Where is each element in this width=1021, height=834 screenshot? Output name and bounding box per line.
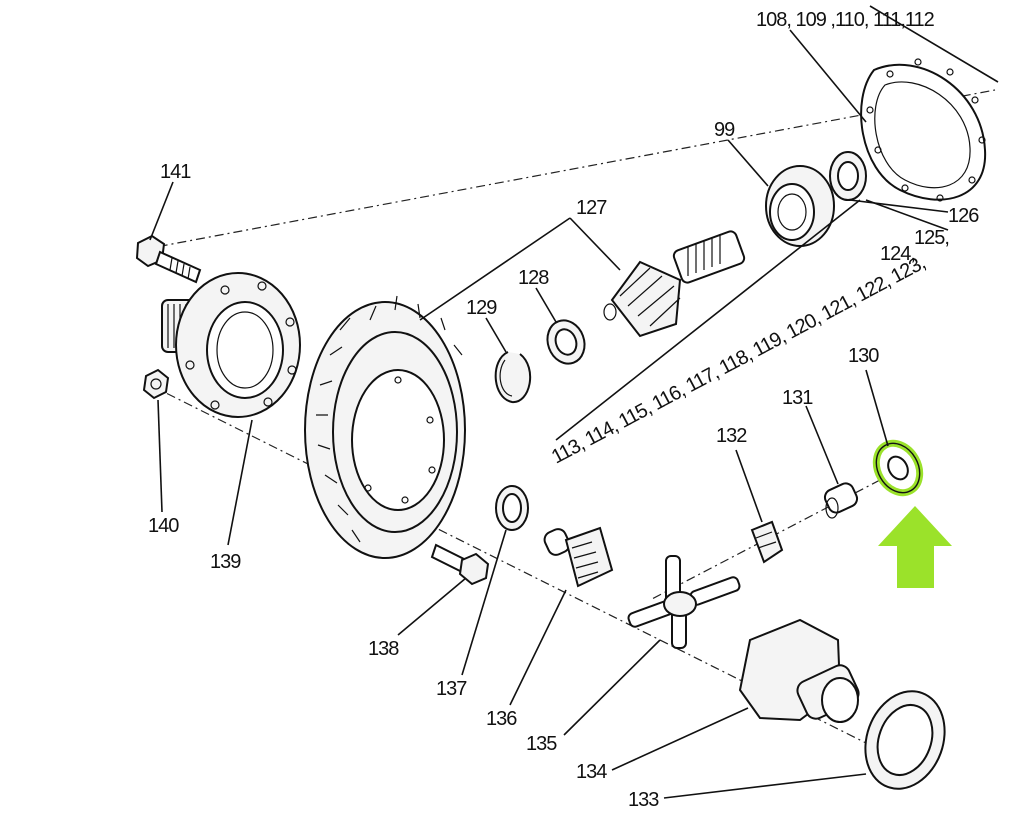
label-131: 131 — [782, 387, 813, 409]
axis-upper — [139, 89, 996, 251]
leader-129 — [485, 317, 507, 353]
nut-140 — [142, 368, 170, 400]
leader-108-b — [869, 5, 999, 83]
label-133: 133 — [628, 789, 659, 811]
label-126: 126 — [948, 205, 979, 227]
label-141: 141 — [160, 161, 191, 183]
label-135: 135 — [526, 733, 557, 755]
washer-133 — [864, 690, 946, 790]
bolt-141 — [135, 234, 202, 284]
housing-139 — [161, 272, 301, 418]
leader-127b — [419, 217, 571, 321]
label-125: 125, — [914, 227, 949, 249]
sleeve-131 — [823, 482, 859, 519]
leader-133 — [663, 773, 867, 799]
leader-139 — [227, 419, 253, 546]
leader-113 — [555, 199, 861, 441]
case-134 — [738, 618, 860, 723]
pinion-132 — [750, 520, 784, 564]
washer-126 — [829, 151, 867, 201]
highlight-arrow — [878, 506, 952, 588]
label-99: 99 — [714, 119, 735, 141]
leader-99 — [727, 139, 769, 187]
leader-132 — [735, 449, 763, 523]
label-136: 136 — [486, 708, 517, 730]
bearing-99 — [765, 165, 835, 247]
washer-128 — [546, 319, 586, 365]
leader-127a — [569, 217, 621, 271]
leader-130 — [865, 369, 889, 447]
pinion-shaft-127 — [603, 230, 746, 338]
ring-gear — [304, 295, 466, 559]
label-108-112: 108, 109 ,110, 111,112 — [756, 9, 935, 31]
leader-125 — [865, 199, 949, 231]
leader-136 — [509, 589, 567, 706]
label-139: 139 — [210, 551, 241, 573]
washer-130 — [872, 439, 924, 497]
label-129: 129 — [466, 297, 497, 319]
leader-140 — [157, 399, 163, 513]
label-132: 132 — [716, 425, 747, 447]
label-138: 138 — [368, 638, 399, 660]
leader-108-a — [789, 29, 867, 123]
bolt-138 — [430, 543, 490, 586]
leader-137 — [461, 529, 507, 676]
label-140: 140 — [148, 515, 179, 537]
leader-131 — [805, 405, 839, 485]
gasket-108-112 — [860, 58, 987, 202]
spider-135 — [627, 555, 741, 649]
label-134: 134 — [576, 761, 607, 783]
leader-141 — [149, 181, 174, 241]
washer-137 — [495, 485, 529, 531]
label-130: 130 — [848, 345, 879, 367]
leader-128 — [535, 287, 557, 323]
leader-138 — [397, 577, 467, 636]
label-128: 128 — [518, 267, 549, 289]
leader-126 — [849, 199, 949, 213]
leader-134 — [611, 707, 749, 771]
leader-135 — [563, 639, 661, 736]
label-124: 124, — [880, 243, 915, 265]
side-gear-136 — [543, 526, 614, 588]
label-137: 137 — [436, 678, 467, 700]
snap-ring-129 — [494, 351, 531, 403]
label-127: 127 — [576, 197, 607, 219]
